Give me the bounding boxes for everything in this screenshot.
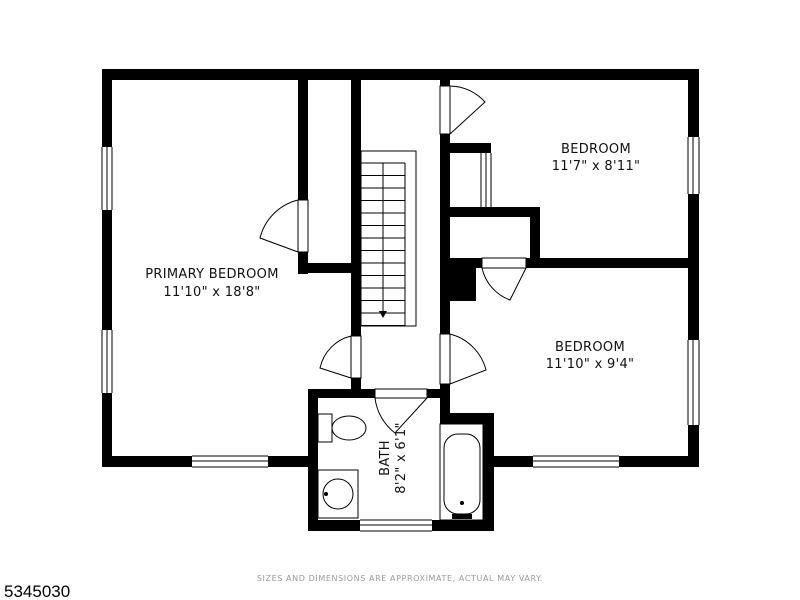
window-bedroom-bottom-right — [687, 340, 700, 425]
bedroom-bottom-dimensions: 11'10" x 9'4" — [546, 357, 635, 372]
room-labels: PRIMARY BEDROOM 11'10" x 18'8" BEDROOM 1… — [145, 142, 640, 494]
stair-arrow-icon — [379, 311, 387, 318]
bath-name: BATH — [378, 440, 393, 476]
bath-dimensions: 8'2" x 6'1" — [394, 422, 409, 493]
windows — [101, 137, 700, 532]
disclaimer-note: SIZES AND DIMENSIONS ARE APPROXIMATE, AC… — [257, 574, 543, 583]
bedroom-top-dimensions: 11'7" x 8'11" — [552, 159, 641, 174]
window-bath-bottom — [360, 519, 432, 532]
bathtub-icon — [439, 423, 484, 521]
primary-bedroom-dimensions: 11'10" x 18'8" — [163, 285, 260, 300]
bedroom-top-name: BEDROOM — [561, 142, 631, 157]
window-bedroom-bottom — [533, 455, 619, 468]
window-bedroom-top-right — [687, 137, 700, 194]
sink-icon — [317, 469, 359, 519]
door-hall-bedroom-bottom — [439, 333, 487, 385]
door-hall-bedroom-top — [439, 85, 486, 135]
bedroom-bottom-name: BEDROOM — [555, 340, 625, 355]
door-bath — [374, 388, 428, 434]
window-primary-left-lower — [101, 330, 113, 393]
door-bedroom-closet — [481, 257, 527, 301]
primary-bedroom-name: PRIMARY BEDROOM — [145, 267, 278, 282]
bath-fixtures — [317, 413, 484, 521]
door-primary-closet — [259, 199, 309, 253]
toilet-icon — [317, 413, 367, 443]
door-hall-primary — [319, 335, 362, 379]
interior-walls — [298, 80, 699, 424]
window-primary-bottom — [192, 455, 268, 468]
door-linen-closet — [480, 153, 492, 207]
doors — [259, 85, 527, 434]
window-primary-left-upper — [101, 147, 113, 210]
listing-id: 5345030 — [4, 582, 70, 600]
stairs — [360, 150, 417, 327]
